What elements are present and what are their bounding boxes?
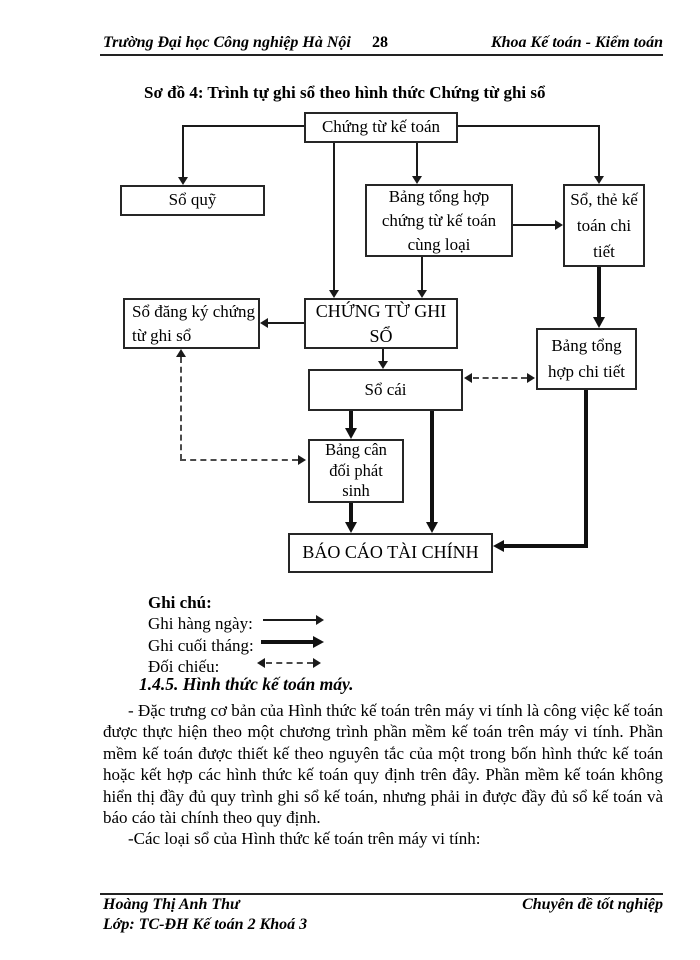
body-text: - Đặc trưng cơ bản của Hình thức kế toán… xyxy=(103,700,663,850)
page-number: 28 xyxy=(372,34,388,51)
connector-line xyxy=(458,125,600,127)
node-so-the-ke-toan-chi-tiet: Sổ, thẻ kế toán chi tiết xyxy=(563,184,645,267)
arrowhead-down xyxy=(417,290,427,298)
connector-line xyxy=(513,224,555,226)
section-heading: 1.4.5. Hình thức kế toán máy. xyxy=(139,674,354,694)
arrowhead-down xyxy=(345,522,357,533)
arrowhead-left xyxy=(257,658,265,668)
connector-line xyxy=(597,267,601,317)
legend-label-daily: Ghi hàng ngày: xyxy=(148,614,253,633)
footer-class: Lớp: TC-ĐH Kế toán 2 Khoá 3 xyxy=(103,916,308,933)
node-bang-tong-hop-chung-tu: Bảng tổng hợp chứng từ kế toán cùng loại xyxy=(365,184,513,257)
node-so-dang-ky-chung-tu-ghi-so: Sổ đăng ký chứng từ ghi sổ xyxy=(123,298,260,349)
connector-line xyxy=(503,544,588,548)
header-left: Trường Đại học Công nghiệp Hà Nội xyxy=(103,34,351,51)
legend-label-monthly: Ghi cuối tháng: xyxy=(148,636,254,655)
arrowhead-left xyxy=(260,318,268,328)
legend-title: Ghi chú: xyxy=(148,593,212,612)
arrowhead-down xyxy=(594,176,604,184)
arrowhead-down xyxy=(412,176,422,184)
connector-line xyxy=(598,125,600,176)
connector-line xyxy=(421,257,423,290)
connector-line xyxy=(333,143,335,290)
arrowhead-right xyxy=(527,373,535,383)
connector-line xyxy=(430,411,434,522)
connector-line xyxy=(183,125,304,127)
node-bao-cao-tai-chinh: BÁO CÁO TÀI CHÍNH xyxy=(288,533,493,573)
node-so-cai: Sổ cái xyxy=(308,369,463,411)
node-bang-can-doi-phat-sinh: Bảng cân đối phát sinh xyxy=(308,439,404,503)
paragraph: - Đặc trưng cơ bản của Hình thức kế toán… xyxy=(103,701,663,828)
connector-line xyxy=(382,349,384,361)
arrowhead-down xyxy=(178,177,188,185)
diagram-title: Sơ đồ 4: Trình tự ghi sổ theo hình thức … xyxy=(144,83,546,102)
arrowhead-right xyxy=(313,658,321,668)
arrowhead-down xyxy=(593,317,605,328)
paragraph: -Các loại sổ của Hình thức kế toán trên … xyxy=(128,829,481,849)
connector-line xyxy=(180,459,298,461)
arrowhead-down xyxy=(378,361,388,369)
header-right: Khoa Kế toán - Kiểm toán xyxy=(490,34,663,51)
connector-line xyxy=(416,143,418,176)
arrowhead-right xyxy=(298,455,306,465)
connector-line xyxy=(266,662,313,664)
footer-rule xyxy=(100,893,663,895)
node-so-quy: Sổ quỹ xyxy=(120,185,265,216)
arrowhead-left xyxy=(493,540,504,552)
node-chung-tu-ghi-so: CHỨNG TỪ GHI SỔ xyxy=(304,298,458,349)
header-rule xyxy=(100,54,663,56)
node-bang-tong-hop-chi-tiet: Bảng tổng hợp chi tiết xyxy=(536,328,637,390)
connector-line xyxy=(263,619,316,621)
connector-line xyxy=(349,503,353,522)
connector-line xyxy=(268,322,304,324)
arrowhead-right xyxy=(316,615,324,625)
arrowhead-left xyxy=(464,373,472,383)
footer-right: Chuyên đề tốt nghiệp xyxy=(522,896,663,913)
arrowhead-down xyxy=(345,428,357,439)
connector-line xyxy=(182,125,184,178)
connector-line xyxy=(180,357,182,460)
connector-line xyxy=(584,390,588,548)
arrowhead-down xyxy=(426,522,438,533)
node-chung-tu-ke-toan: Chứng từ kế toán xyxy=(304,112,458,143)
connector-line xyxy=(349,411,353,428)
legend-label-reconcile: Đối chiếu: xyxy=(148,657,220,676)
arrowhead-right xyxy=(313,636,324,648)
arrowhead-right xyxy=(555,220,563,230)
footer-author: Hoàng Thị Anh Thư xyxy=(103,896,240,913)
arrowhead-up xyxy=(176,349,186,357)
arrowhead-down xyxy=(329,290,339,298)
connector-line xyxy=(261,640,314,644)
connector-line xyxy=(473,377,527,379)
